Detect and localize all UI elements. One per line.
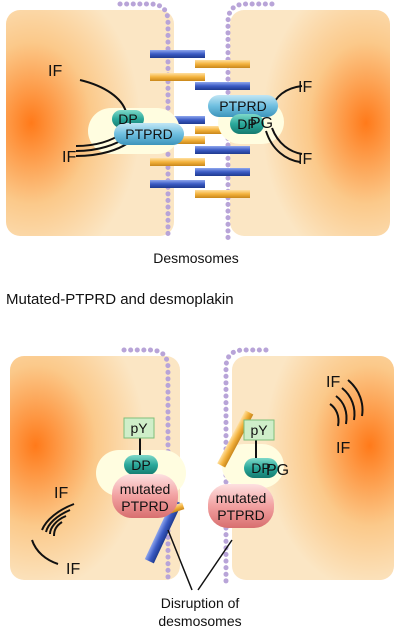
ptprd-label: PTPRD xyxy=(217,507,264,523)
if-filament xyxy=(341,387,356,421)
if-label: IF xyxy=(48,63,62,80)
dp-label: DP xyxy=(251,460,270,476)
pointer-line xyxy=(167,529,193,591)
if-filament xyxy=(347,379,364,417)
cadherin-blue xyxy=(195,168,250,176)
cadherin-blue xyxy=(195,82,250,90)
dp-label: DP xyxy=(131,457,150,473)
if-label: IF xyxy=(298,79,312,96)
cadherin-orange xyxy=(150,73,205,81)
if-filament xyxy=(335,395,348,425)
disruption-caption: desmosomes xyxy=(158,613,241,629)
dp-protein xyxy=(230,114,264,134)
right-membrane-bottom xyxy=(223,347,269,585)
if-filament xyxy=(271,127,303,155)
if-label: IF xyxy=(66,561,80,578)
ptprd-label: PTPRD xyxy=(121,498,168,514)
mutated-label: mutated xyxy=(120,481,171,497)
mutated-ptprd xyxy=(208,484,274,528)
pg-label: PG xyxy=(266,462,289,479)
cadherin-blue xyxy=(195,146,250,154)
cadherin-blue xyxy=(150,50,205,58)
top-panel: IF IF IF IF DP PTPRD PTPRD DP PG Desmoso… xyxy=(6,1,390,266)
cadherin-orange xyxy=(195,190,250,198)
if-label: IF xyxy=(336,440,350,457)
cadherin-orange xyxy=(195,60,250,68)
cadherin-fragment xyxy=(144,499,182,564)
left-membrane-top xyxy=(117,1,171,241)
dp-protein xyxy=(124,455,158,475)
pointer-line xyxy=(197,539,233,591)
dp-label: DP xyxy=(118,111,137,127)
py-box xyxy=(243,419,275,441)
desmosomes-caption: Desmosomes xyxy=(153,250,239,266)
section-title: Mutated-PTPRD and desmoplakin xyxy=(6,291,234,308)
dp-protein xyxy=(244,458,278,478)
cadherin-blue xyxy=(150,116,205,124)
pg-label: PG xyxy=(250,115,273,132)
py-label: pY xyxy=(250,422,268,438)
if-filament xyxy=(41,503,75,531)
ptprd-label: PTPRD xyxy=(219,98,266,114)
py-label: pY xyxy=(130,420,148,436)
if-filament xyxy=(49,515,67,535)
right-cell-top xyxy=(230,10,390,236)
left-cell-bottom xyxy=(10,356,180,580)
if-filament xyxy=(45,509,71,533)
if-label: IF xyxy=(62,149,76,166)
mutated-ptprd xyxy=(112,474,178,518)
left-membrane-bottom xyxy=(121,347,171,585)
cadherin-orange xyxy=(150,158,205,166)
disruption-caption: Disruption of xyxy=(161,595,240,611)
if-filament xyxy=(329,403,340,427)
cadherin-blue xyxy=(150,180,205,188)
ptprd-protein xyxy=(114,123,184,145)
if-label: IF xyxy=(298,151,312,168)
if-filament xyxy=(31,539,59,565)
if-filament xyxy=(265,130,301,163)
ptprd-protein xyxy=(208,95,278,117)
if-label: IF xyxy=(54,485,68,502)
bottom-panel: IF IF IF IF pY pY DP DP PG mutated PTPRD… xyxy=(10,347,394,629)
right-membrane-top xyxy=(225,1,275,241)
if-label: IF xyxy=(326,374,340,391)
if-filament xyxy=(53,521,63,537)
mutated-label: mutated xyxy=(216,490,267,506)
py-box xyxy=(123,417,155,439)
if-filament xyxy=(79,79,127,113)
dp-label: DP xyxy=(237,116,256,132)
ptprd-label: PTPRD xyxy=(125,126,172,142)
